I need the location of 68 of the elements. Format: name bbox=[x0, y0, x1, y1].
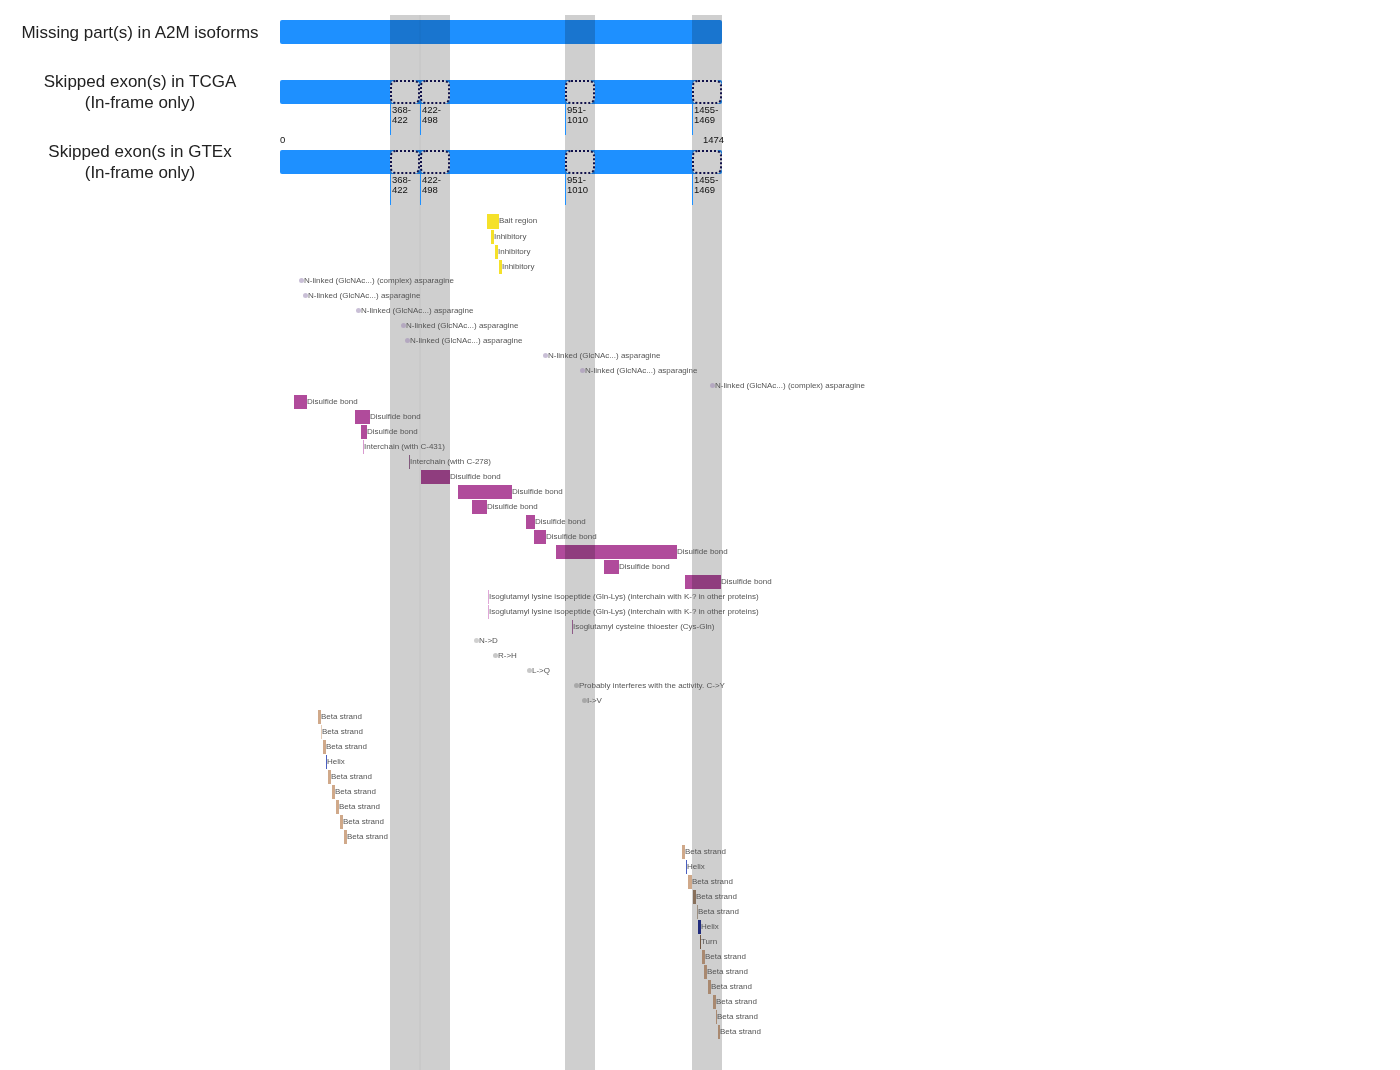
track-title: Skipped exon(s) in TCGA (In-frame only) bbox=[42, 71, 238, 113]
feature-label: N-linked (GlcNAc...) asparagine bbox=[361, 305, 474, 317]
exon-label: 368-422 bbox=[392, 105, 412, 125]
feature-label: Beta strand bbox=[711, 981, 752, 993]
feature-label: Disulfide bond bbox=[370, 411, 421, 423]
feature-label: Disulfide bond bbox=[450, 471, 501, 483]
feature-label: Beta strand bbox=[716, 996, 757, 1008]
track-title: Missing part(s) in A2M isoforms bbox=[20, 21, 260, 43]
feature-label: Disulfide bond bbox=[546, 531, 597, 543]
exon-label: 951-1010 bbox=[567, 175, 590, 195]
feature-label: Inhibitory bbox=[498, 246, 531, 258]
exon-label: 368-422 bbox=[392, 175, 412, 195]
feature-label: Beta strand bbox=[331, 771, 372, 783]
feature-label: Beta strand bbox=[321, 711, 362, 723]
feature-label: Beta strand bbox=[705, 951, 746, 963]
feature-label: Inhibitory bbox=[494, 231, 527, 243]
feature-label: Disulfide bond bbox=[307, 396, 358, 408]
feature-label: Isoglutamyl lysine isopeptide (Gln-Lys) (interchain with K-? in other proteins) bbox=[489, 606, 759, 618]
feature-label: Beta strand bbox=[326, 741, 367, 753]
feature-label: N-linked (GlcNAc...) asparagine bbox=[406, 320, 519, 332]
exon-label: 422-498 bbox=[422, 175, 442, 195]
feature-label: Beta strand bbox=[343, 816, 384, 828]
feature-label: Beta strand bbox=[692, 876, 733, 888]
feature-label: Isoglutamyl lysine isopeptide (Gln-Lys) (interchain with K-? in other proteins) bbox=[489, 591, 759, 603]
feature-label: Disulfide bond bbox=[535, 516, 586, 528]
exon-label: 1455-1469 bbox=[694, 175, 720, 195]
feature-label: N-linked (GlcNAc...) asparagine bbox=[308, 290, 421, 302]
feature-label: Disulfide bond bbox=[487, 501, 538, 513]
feature-label: I->V bbox=[587, 695, 602, 707]
track-title: Skipped exon(s in GTEx (In-frame only) bbox=[47, 141, 233, 183]
feature-label: Beta strand bbox=[347, 831, 388, 843]
feature-label: Beta strand bbox=[339, 801, 380, 813]
exon-label: 422-498 bbox=[422, 105, 442, 125]
feature-label: Turn bbox=[701, 936, 718, 948]
scale-label: 0 bbox=[280, 134, 286, 145]
feature-label: Beta strand bbox=[707, 966, 748, 978]
feature-label: Beta strand bbox=[696, 891, 737, 903]
feature-label: Beta strand bbox=[717, 1011, 758, 1023]
feature-label: Helix bbox=[701, 921, 719, 933]
feature-label: Disulfide bond bbox=[512, 486, 563, 498]
feature-label: Helix bbox=[687, 861, 705, 873]
feature-label: Probably interferes with the activity. C->Y bbox=[579, 680, 725, 692]
feature-label: N-linked (GlcNAc...) asparagine bbox=[410, 335, 523, 347]
feature-label: Disulfide bond bbox=[619, 561, 670, 573]
feature-label: Beta strand bbox=[720, 1026, 761, 1038]
feature-label: N-linked (GlcNAc...) (complex) asparagine bbox=[715, 380, 865, 392]
feature-label: Disulfide bond bbox=[677, 546, 728, 558]
feature-label: Disulfide bond bbox=[721, 576, 772, 588]
feature-label: Beta strand bbox=[685, 846, 726, 858]
feature-label: N-linked (GlcNAc...) (complex) asparagine bbox=[304, 275, 454, 287]
feature-label: Helix bbox=[327, 756, 345, 768]
feature-label: Interchain (with C-431) bbox=[364, 441, 445, 453]
scale-label: 1474 bbox=[703, 134, 725, 145]
feature-label: Inhibitory bbox=[502, 261, 535, 273]
feature-label: N-linked (GlcNAc...) asparagine bbox=[548, 350, 661, 362]
feature-label: Bait region bbox=[499, 215, 538, 227]
feature-label: R->H bbox=[498, 650, 517, 662]
feature-label: Isoglutamyl cysteine thioester (Cys-Gln) bbox=[573, 621, 715, 633]
exon-label: 1455-1469 bbox=[694, 105, 720, 125]
feature-label: Disulfide bond bbox=[367, 426, 418, 438]
feature-label: Beta strand bbox=[322, 726, 363, 738]
feature-label: N->D bbox=[479, 635, 498, 647]
exon-label: 951-1010 bbox=[567, 105, 590, 125]
feature-label: Beta strand bbox=[698, 906, 739, 918]
feature-label: Beta strand bbox=[335, 786, 376, 798]
feature-label: Interchain (with C-278) bbox=[410, 456, 491, 468]
feature-label: L->Q bbox=[532, 665, 550, 677]
feature-label: N-linked (GlcNAc...) asparagine bbox=[585, 365, 698, 377]
